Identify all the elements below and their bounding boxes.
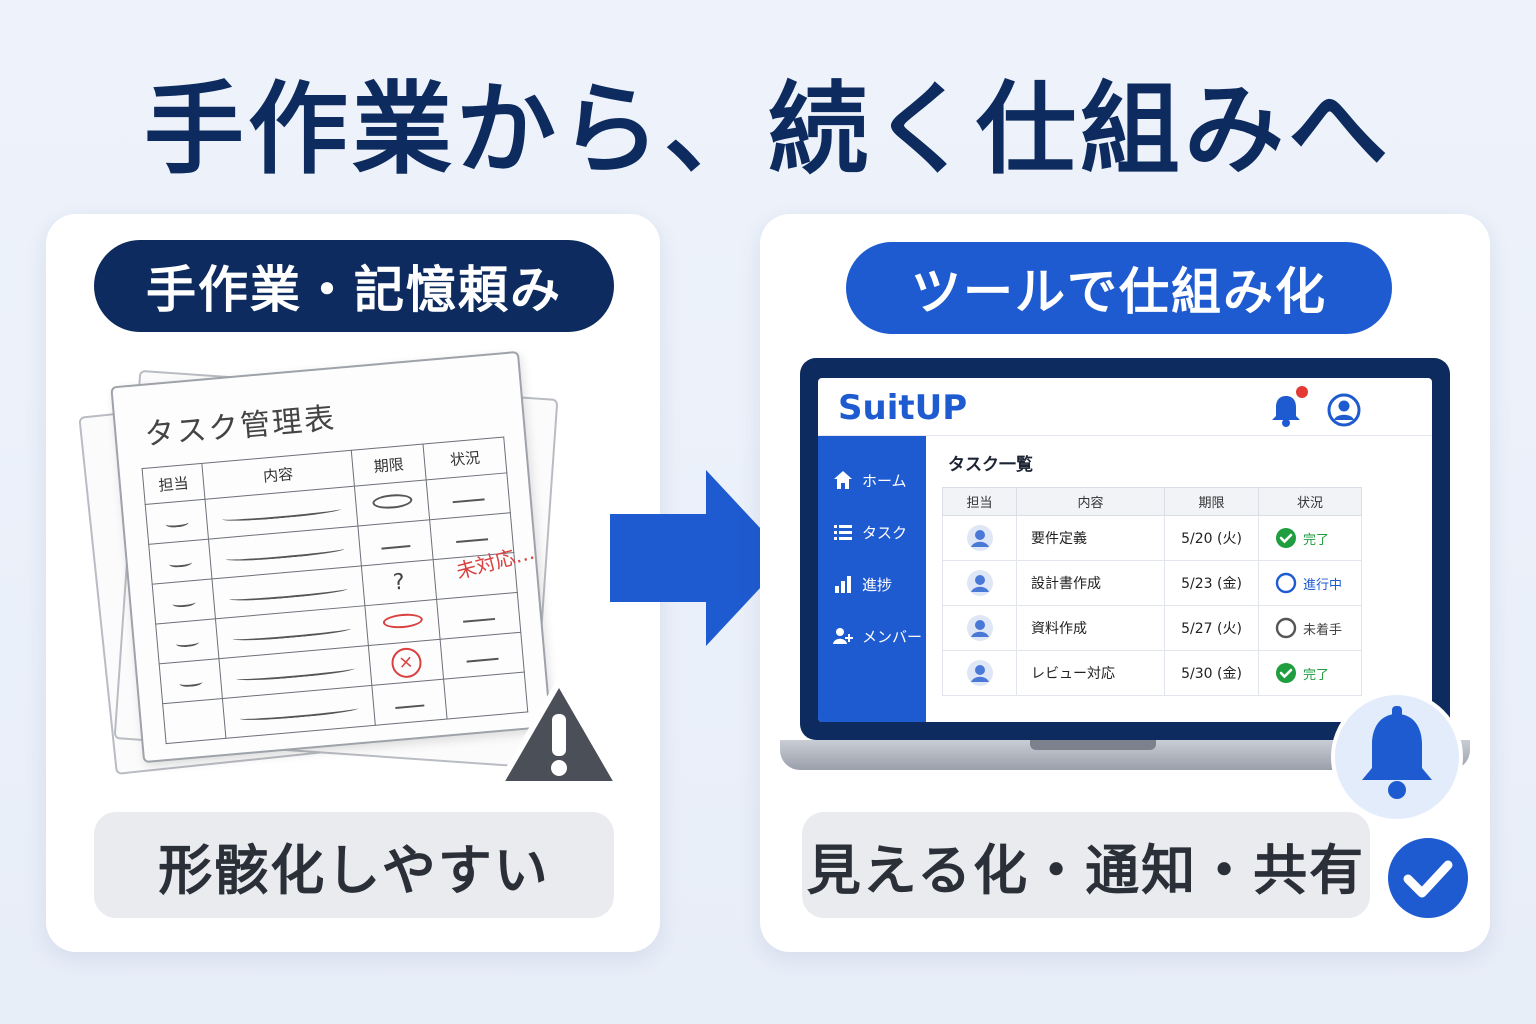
sidebar-item-label: 進捗 (862, 575, 893, 594)
x-mark: × (389, 646, 423, 679)
task-list-area: タスク一覧 担当 内容 期限 状況 要件定義 5/20 (火) (926, 436, 1432, 722)
user-icon[interactable] (1326, 392, 1362, 428)
column-header: 担当 (942, 487, 1017, 516)
status-badge: 完了 (1259, 662, 1361, 684)
sidebar-item-tasks[interactable]: タスク (818, 506, 926, 558)
status-badge: 進行中 (1259, 572, 1361, 594)
task-name: 資料作成 (1016, 605, 1165, 651)
list-icon (834, 525, 852, 540)
column-header: 内容 (1016, 487, 1165, 516)
app-header: SuitUP (818, 378, 1432, 436)
task-name: レビュー対応 (1016, 650, 1165, 696)
bell-icon[interactable] (1268, 392, 1304, 428)
progress-circle-icon (1275, 572, 1297, 594)
task-name: 要件定義 (1016, 515, 1165, 561)
sidebar-item-home[interactable]: ホーム (818, 454, 926, 506)
task-due: 5/30 (金) (1164, 650, 1259, 696)
table-row[interactable]: 資料作成 5/27 (火) 未着手 (942, 605, 1362, 651)
status-label: 進行中 (1303, 577, 1343, 593)
add-user-icon (833, 628, 853, 644)
sidebar-item-members[interactable]: メンバー (818, 610, 926, 662)
task-list-title: タスク一覧 (948, 455, 1033, 475)
home-icon (834, 471, 852, 489)
tool-badge: ツールで仕組み化 (846, 242, 1392, 334)
notification-bell-icon (1331, 691, 1463, 823)
task-due: 5/20 (火) (1164, 515, 1259, 561)
warning-triangle-icon (497, 679, 621, 787)
question-mark: ? (392, 569, 406, 596)
status-badge: 未着手 (1259, 617, 1361, 639)
avatar (966, 660, 993, 686)
status-badge: 完了 (1259, 527, 1361, 549)
tool-panel: ツールで仕組み化 SuitUP ホーム (760, 214, 1490, 952)
avatar (966, 570, 993, 596)
notification-dot (1296, 386, 1308, 398)
check-badge-icon (1384, 834, 1472, 922)
column-header: 状況 (1258, 487, 1362, 516)
page-title: 手作業から、続く仕組みへ (144, 71, 1392, 188)
sidebar-item-label: メンバー (862, 627, 923, 646)
laptop-notch (1030, 740, 1156, 750)
column-header: 期限 (1164, 487, 1259, 516)
sidebar-item-label: ホーム (862, 471, 907, 490)
paper-table: 担当 内容 期限 状況 ? × (142, 436, 529, 744)
app-logo[interactable]: SuitUP (838, 388, 968, 428)
table-row[interactable]: 設計書作成 5/23 (金) 進行中 (942, 560, 1362, 606)
bar-chart-icon (835, 576, 851, 593)
task-due: 5/27 (火) (1164, 605, 1259, 651)
task-name: 設計書作成 (1016, 560, 1165, 606)
check-circle-icon (1276, 663, 1296, 683)
table-row[interactable]: レビュー対応 5/30 (金) 完了 (942, 650, 1362, 696)
status-label: 完了 (1303, 667, 1330, 683)
app-window: SuitUP ホーム タスク (818, 378, 1432, 722)
paper-col-header: 担当 (142, 463, 205, 505)
task-due: 5/23 (金) (1164, 560, 1259, 606)
manual-panel: 手作業・記憶頼み タスク管理表 担当 内容 期限 状況 ? × 未対応… (46, 214, 660, 952)
empty-circle-icon (1275, 617, 1297, 639)
sidebar-item-label: タスク (862, 523, 908, 542)
manual-badge: 手作業・記憶頼み (94, 240, 614, 332)
table-row[interactable]: 要件定義 5/20 (火) 完了 (942, 515, 1362, 561)
tool-caption: 見える化・通知・共有 (802, 812, 1370, 918)
status-label: 未着手 (1303, 622, 1343, 638)
check-circle-icon (1276, 528, 1296, 548)
avatar (966, 615, 993, 641)
avatar (966, 525, 993, 551)
right-arrow-icon (610, 470, 788, 646)
status-label: 完了 (1303, 532, 1330, 548)
task-table: 担当 内容 期限 状況 要件定義 5/20 (火) 完了 (942, 487, 1362, 696)
laptop-screen: SuitUP ホーム タスク (800, 358, 1450, 740)
sheet-title: タスク管理表 (143, 401, 338, 453)
sidebar-item-progress[interactable]: 進捗 (818, 558, 926, 610)
task-sheet: タスク管理表 担当 内容 期限 状況 ? × 未対応… (110, 350, 552, 764)
manual-caption: 形骸化しやすい (94, 812, 614, 918)
sidebar: ホーム タスク 進捗 メンバー (818, 436, 926, 722)
